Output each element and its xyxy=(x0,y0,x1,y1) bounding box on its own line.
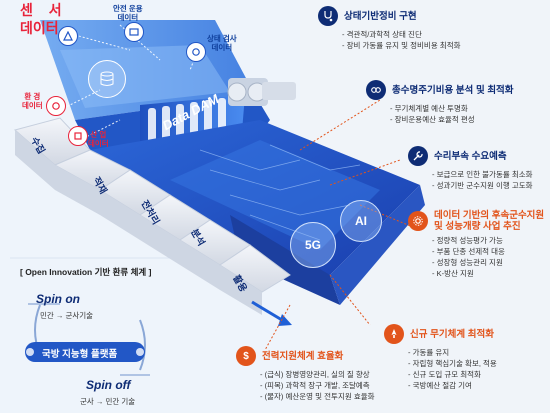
card-lcc-item: 장비운용예산 효율적 편성 xyxy=(390,114,514,125)
card-demand-title: 수리부속 수요예측 xyxy=(434,150,507,162)
platform-label: 국방 지능형 플랫폼 xyxy=(42,349,118,360)
card-followon-item: 정량적 성능평가 가능 xyxy=(432,235,544,246)
card-support-title: 전력지원체계 효율화 xyxy=(262,350,344,362)
card-newweapon-title: 신규 무기체계 최적화 xyxy=(410,328,494,340)
card-newweapon-item: 가동률 유지 xyxy=(408,347,497,358)
industry-data-label: 산 업 데이터 xyxy=(88,130,109,148)
innovation-loop xyxy=(25,303,150,376)
wrench-icon xyxy=(408,146,428,166)
safety-data-icon xyxy=(124,22,144,42)
card-cbm: 상태기반정비 구현 격관적/과학적 상태 진단 장비 가동률 유지 및 정비비용… xyxy=(318,6,461,51)
open-innovation-title: [ Open Innovation 기반 환류 체계 ] xyxy=(20,267,152,277)
tech-5g: 5G xyxy=(290,222,336,268)
tech-ai: AI xyxy=(340,200,382,242)
card-newweapon-item: 국방예산 절감 기여 xyxy=(408,380,497,391)
chart-cost-icon xyxy=(366,80,386,100)
safety-data-label: 안전 운용 데이터 xyxy=(113,4,143,22)
flow-arrow xyxy=(251,300,292,326)
spin-on-label: Spin on xyxy=(36,292,80,306)
card-newweapon-item: 신규 도입 규모 최적화 xyxy=(408,369,497,380)
sensor-subtitle: 데이터 xyxy=(20,20,59,36)
card-newweapon: 신규 무기체계 최적화 가동률 유지 자립형 핵심기술 확보, 적용 신규 도입… xyxy=(384,324,497,391)
card-lcc-item: 무기체계별 예산 투명화 xyxy=(390,103,514,114)
card-followon-item: 성장형 성능관리 지원 xyxy=(432,257,544,268)
tech-ai-label: AI xyxy=(355,214,367,228)
environment-data-label: 환 경 데이터 xyxy=(22,92,43,110)
coin-icon: $ xyxy=(236,346,256,366)
env-data-icon xyxy=(46,96,66,116)
card-followon-title: 데이터 기반의 후속군수지원 및 성능개량 사업 추진 xyxy=(434,210,545,232)
spin-off-sub: 군사 → 민간 기술 xyxy=(80,397,136,406)
tech-5g-label: 5G xyxy=(304,238,321,252)
gear-icon xyxy=(408,211,428,231)
rocket-icon xyxy=(384,324,404,344)
industry-data-icon xyxy=(68,126,88,146)
status-data-icon xyxy=(186,42,206,62)
spin-on-sub: 민간 → 군사기술 xyxy=(40,311,94,320)
card-cbm-item: 격관적/과학적 상태 진단 xyxy=(342,29,461,40)
card-cbm-title: 상태기반정비 구현 xyxy=(344,10,417,22)
card-support-item: (급식) 장병영양관리, 실의 질 향상 xyxy=(260,369,375,380)
card-lcc: 총수명주기비용 분석 및 최적화 무기체계별 예산 투명화 장비운용예산 효율적… xyxy=(366,80,514,125)
card-newweapon-item: 자립형 핵심기술 확보, 적용 xyxy=(408,358,497,369)
spin-off-label: Spin off xyxy=(86,378,131,392)
platform-lower xyxy=(230,215,340,305)
card-support: $ 전력지원체계 효율화 (급식) 장병영양관리, 실의 질 향상 (피복) 과… xyxy=(236,346,375,402)
stethoscope-icon xyxy=(318,6,338,26)
card-lcc-title: 총수명주기비용 분석 및 최적화 xyxy=(392,84,514,96)
card-support-item: (물자) 예산운영 및 전투지원 효율화 xyxy=(260,391,375,402)
card-followon-item: 부품 단종 선제적 대응 xyxy=(432,246,544,257)
step-terraces xyxy=(13,117,291,315)
card-demand-item: 보급으로 인한 불가동률 최소화 xyxy=(432,169,533,180)
card-cbm-item: 장비 가동률 유지 및 정비비용 최적화 xyxy=(342,40,461,51)
turbine-pipes xyxy=(227,78,296,106)
card-demand: 수리부속 수요예측 보급으로 인한 불가동률 최소화 성과기반 군수지원 이행 … xyxy=(408,146,533,191)
card-followon: 데이터 기반의 후속군수지원 및 성능개량 사업 추진 정량적 성능평가 가능 … xyxy=(408,210,544,279)
sensor-title: 센 서 xyxy=(20,2,68,18)
card-support-item: (피복) 과학적 장구 개발, 조달예측 xyxy=(260,380,375,391)
database-icon xyxy=(88,60,126,98)
card-demand-item: 성과기반 군수지원 이행 고도화 xyxy=(432,180,533,191)
environment-data-icon xyxy=(58,26,78,46)
status-data-label: 상태 검사 데이터 xyxy=(207,34,237,52)
card-followon-item: K-방산 지원 xyxy=(432,268,544,279)
